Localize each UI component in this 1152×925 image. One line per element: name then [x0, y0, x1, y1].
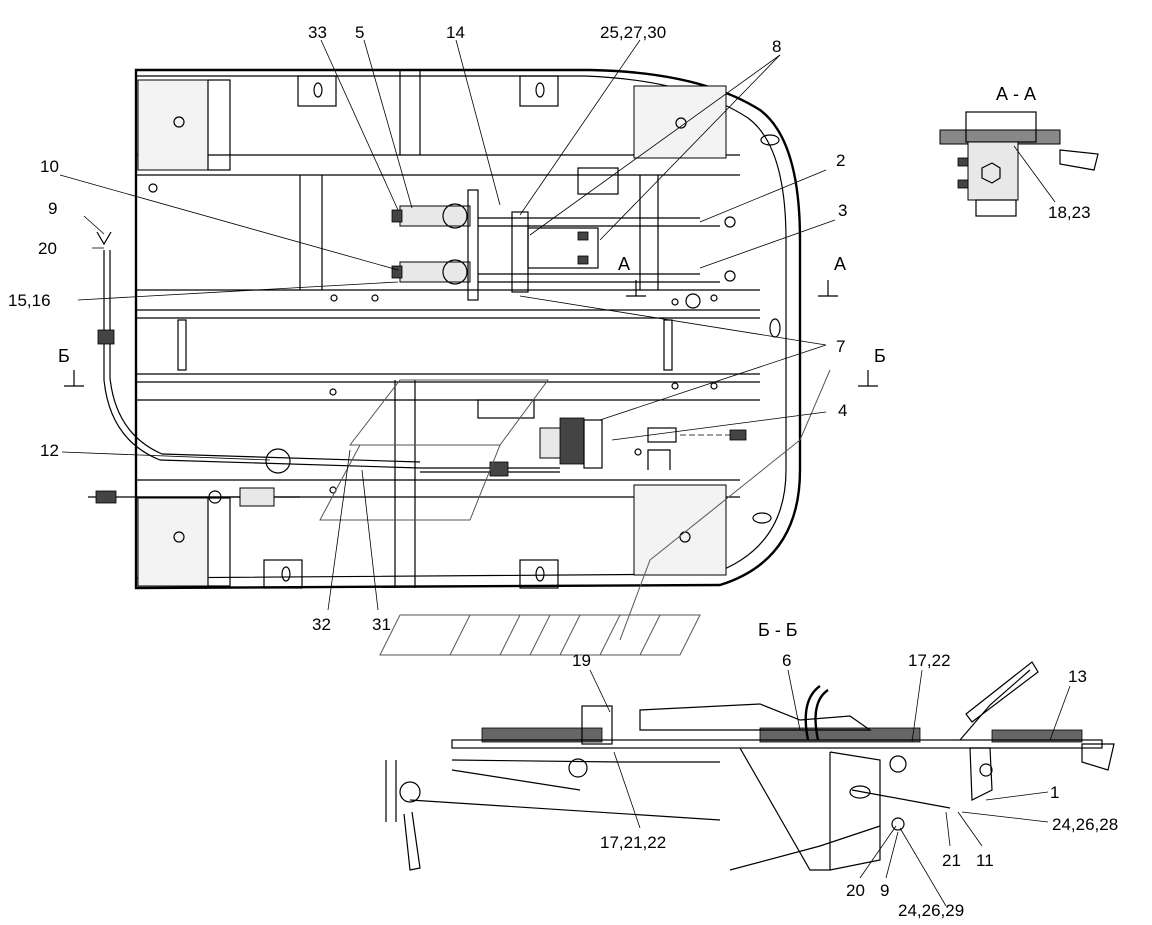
callout-13: 13 [1068, 667, 1087, 686]
callout-17-22: 17,22 [908, 651, 951, 670]
section-marker-b-right: Б [858, 346, 886, 387]
callout-33: 33 [308, 23, 327, 42]
callout-18-23: 18,23 [1048, 203, 1091, 222]
callout-31: 31 [372, 615, 391, 634]
callout-11: 11 [976, 851, 994, 870]
callout-8: 8 [772, 37, 781, 56]
callout-9-bb: 9 [880, 881, 889, 900]
callout-17-21-22: 17,21,22 [600, 833, 666, 852]
callout-5: 5 [355, 23, 364, 42]
callout-24-26-29: 24,26,29 [898, 901, 964, 920]
callout-7: 7 [836, 337, 845, 356]
section-marker-a-left: А [618, 254, 646, 297]
callout-14: 14 [446, 23, 465, 42]
callout-4: 4 [838, 401, 847, 420]
section-bb-view: Б - Б [385, 620, 1115, 871]
callout-20: 20 [38, 239, 57, 258]
section-bb-title: Б - Б [758, 620, 798, 640]
callout-6: 6 [782, 651, 791, 670]
cab-floor-plan-view [88, 68, 831, 656]
callout-1: 1 [1050, 783, 1059, 802]
callout-12: 12 [40, 441, 59, 460]
svg-text:А: А [618, 254, 630, 274]
leader-lines [59, 39, 1071, 907]
section-marker-a-right: А [818, 254, 846, 297]
callout-15-16: 15,16 [8, 291, 51, 310]
callout-10: 10 [40, 157, 59, 176]
svg-text:Б: Б [874, 346, 886, 366]
callout-25-27-30: 25,27,30 [600, 23, 666, 42]
callout-9: 9 [48, 199, 57, 218]
callout-24-26-28: 24,26,28 [1052, 815, 1118, 834]
svg-text:Б: Б [58, 346, 70, 366]
svg-text:А: А [834, 254, 846, 274]
section-marker-b-left: Б [58, 346, 84, 387]
callout-2: 2 [836, 151, 845, 170]
callout-20-bb: 20 [846, 881, 865, 900]
callout-3: 3 [838, 201, 847, 220]
section-aa-title: А - А [996, 84, 1036, 104]
callout-19: 19 [572, 651, 591, 670]
callout-21: 21 [942, 851, 961, 870]
section-aa-view: А - А [939, 84, 1099, 217]
callout-32: 32 [312, 615, 331, 634]
